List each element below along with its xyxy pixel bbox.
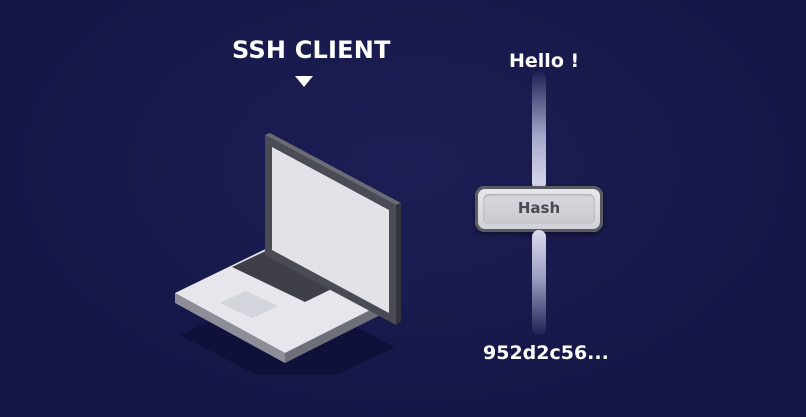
laptop-base-top <box>175 243 400 353</box>
input-rail <box>532 72 546 190</box>
laptop-keyboard <box>232 246 350 302</box>
ssh-client-title: SSH CLIENT <box>232 36 391 64</box>
laptop-lid-edge <box>265 133 401 205</box>
laptop-icon <box>175 133 401 375</box>
hash-function-box: Hash <box>475 186 603 232</box>
hash-label: Hash <box>517 199 561 217</box>
input-message-text: Hello ! <box>509 50 580 72</box>
laptop-base-front <box>285 295 400 363</box>
laptop-base-side <box>175 293 285 363</box>
laptop-lid-side <box>396 203 401 325</box>
output-rail <box>532 230 546 335</box>
laptop-screen <box>272 147 389 313</box>
laptop-trackpad <box>220 291 278 318</box>
hash-box-inner <box>483 194 595 224</box>
down-arrow-icon <box>295 76 313 87</box>
hash-output-text: 952d2c56... <box>483 342 609 364</box>
